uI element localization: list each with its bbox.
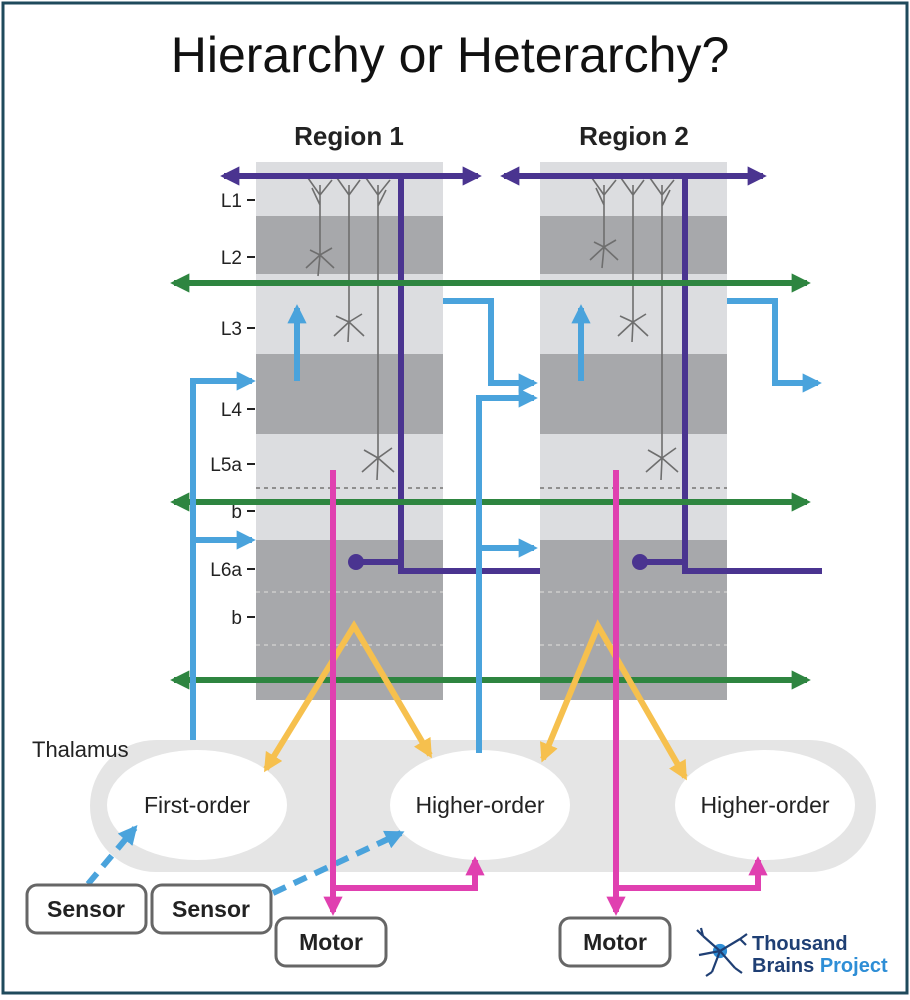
higher-order-label-2: Higher-order [700, 792, 829, 818]
higher-order-label-1: Higher-order [415, 792, 544, 818]
magenta-pathways [323, 470, 768, 916]
layer-axis: L1 L2 L3 L4 L5a b L6a b [210, 191, 255, 629]
layer-label-l6b: b [231, 608, 242, 629]
motor-label-1: Motor [299, 929, 363, 955]
logo-text-brains-word: Brains [752, 955, 814, 977]
layer-label-l3: L3 [221, 319, 242, 340]
page-title: Hierarchy or Heterarchy? [171, 27, 730, 83]
region-2-layer-l4 [540, 354, 727, 434]
sensor-1-to-first-order-arrow [85, 825, 138, 886]
blue-pathways [190, 298, 822, 753]
sensor-box-1 [25, 883, 148, 935]
region-1-purple-terminal [348, 554, 364, 570]
pyramidal-neuron-l5 [361, 177, 395, 481]
layer-label-l5a: L5a [210, 455, 242, 476]
region-1-layer-l5 [256, 434, 443, 540]
region-1-purple-feedback [398, 176, 540, 574]
higher-order-nucleus-2 [675, 750, 855, 860]
region-2-purple-terminal [632, 554, 648, 570]
first-order-nucleus [107, 750, 287, 860]
motor-box-1 [274, 916, 388, 968]
sensor-label-1: Sensor [47, 896, 125, 922]
first-order-to-region-1-l4-arrow [190, 371, 256, 740]
layer-label-l5b: b [231, 502, 242, 523]
thalamus-label: Thalamus [32, 737, 129, 762]
io-boxes: Sensor Sensor Motor Motor [25, 883, 672, 968]
region-1-l5-to-higher-order-arrow [333, 856, 485, 891]
motor-box-2 [558, 916, 672, 968]
region-1-label: Region 1 [294, 121, 404, 151]
region-2-l3-output-arrow [727, 298, 822, 393]
thousand-brains-logo: Thousand Brains Project [696, 927, 888, 977]
pyramidal-neuron-l2 [589, 177, 619, 269]
pyramidal-neuron-l5 [645, 177, 679, 481]
motor-label-2: Motor [583, 929, 647, 955]
region-2-purple-feedback [682, 176, 822, 574]
layer-label-l1: L1 [221, 191, 242, 212]
logo-text-project-word: Project [820, 955, 888, 977]
sensor-2-to-higher-order-arrow [271, 830, 405, 896]
first-order-label: First-order [144, 792, 250, 818]
region-2-label: Region 2 [579, 121, 689, 151]
region-1-neurons [305, 177, 395, 481]
layer-label-l2: L2 [221, 248, 242, 269]
region-2-l6-to-thalamus-arrows [539, 619, 688, 781]
region-1-l6-to-thalamus-arrows [263, 620, 433, 773]
logo-text-thousand: Thousand [752, 933, 848, 955]
sensor-pathways [85, 825, 405, 896]
purple-pathways [220, 166, 822, 574]
neuron-logo-icon [696, 927, 748, 977]
layer-label-l4: L4 [221, 400, 243, 421]
pyramidal-neuron-l2 [305, 177, 335, 277]
higher-order-to-region-2-l4-arrow [476, 388, 538, 753]
higher-order-nucleus-1 [390, 750, 570, 860]
region-2-l5-to-higher-order-arrow [616, 856, 768, 891]
region-1-layer-l4 [256, 354, 443, 434]
sensor-label-2: Sensor [172, 896, 250, 922]
layer-label-l6a: L6a [210, 560, 242, 581]
region-2-layer-l5 [540, 434, 727, 540]
sensor-box-2 [150, 883, 273, 935]
green-pathways [170, 273, 811, 690]
thalamic-nuclei: First-order Higher-order Higher-order [107, 750, 855, 860]
region-1-l3-to-region-2-l4-arrow [443, 298, 538, 393]
yellow-pathways [263, 619, 688, 781]
logo-text-brains: Brains Project [752, 955, 888, 977]
